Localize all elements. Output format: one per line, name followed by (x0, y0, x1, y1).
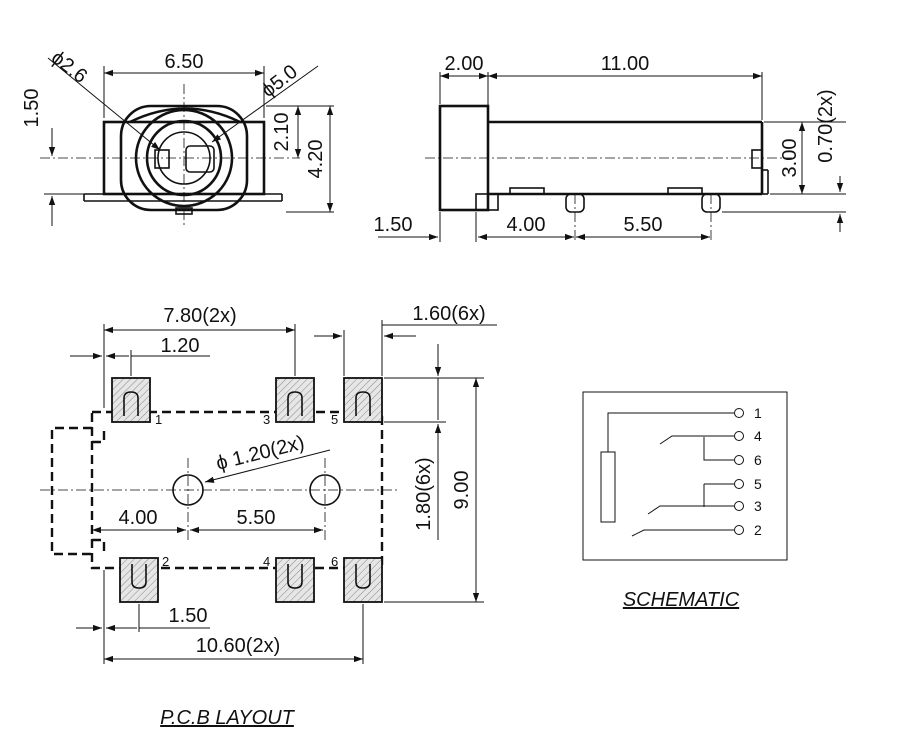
pcb-pad-4: 4 (263, 554, 315, 603)
pcb-dim-bottom-offset: 1.50 (169, 605, 208, 627)
pcb-pad-6: 6 (331, 554, 383, 603)
side-dim-peg-2: 5.50 (624, 214, 663, 236)
schematic-caption: SCHEMATIC (623, 589, 740, 611)
pcb-dim-total-height: 9.00 (451, 471, 473, 510)
pcb-hole-1 (172, 474, 204, 506)
front-dim-right-small: 2.10 (271, 113, 293, 152)
pcb-pad-label-3: 3 (263, 412, 270, 427)
pcb-pad-1: 1 (111, 377, 162, 427)
front-view-body (83, 104, 283, 215)
schematic-wire-4 (659, 435, 734, 445)
pcb-pad-label-5: 5 (331, 412, 338, 427)
front-view: 6.50 ϕ2.6 ϕ5.0 1.50 2.10 4.20 (21, 47, 334, 228)
schematic-pin-label: 5 (754, 476, 762, 492)
side-dim-peg-1: 4.00 (507, 214, 546, 236)
pcb-pad-label-4: 4 (263, 554, 270, 569)
side-dim-pin-height: 0.70(2x) (815, 89, 837, 162)
side-view: 2.00 11.00 3.00 0.70(2x) 1.50 4.00 5.50 (374, 53, 846, 242)
pcb-dim-pitch: 7.80(2x) (163, 305, 236, 327)
pcb-dim-offset: 1.20 (161, 335, 200, 357)
schematic-wire-2 (631, 529, 734, 537)
side-view-body (438, 104, 769, 213)
schematic-wire-1 (607, 412, 734, 452)
front-dim-left-height: 1.50 (21, 89, 43, 128)
schematic-pin-label: 3 (754, 498, 762, 514)
schematic-pin-label: 6 (754, 452, 762, 468)
pcb-dim-pad-width: 1.60(6x) (412, 303, 485, 325)
front-dim-width: 6.50 (165, 51, 204, 73)
front-dim-right-height: 4.20 (305, 140, 327, 179)
pcb-dim-total-width: 10.60(2x) (196, 635, 281, 657)
schematic-pin-label: 2 (754, 522, 762, 538)
schematic-sleeve (600, 451, 616, 523)
side-dim-bottom-left: 1.50 (374, 214, 413, 236)
pcb-pad-2: 2 (119, 554, 169, 603)
front-dim-hole-small: ϕ2.6 (47, 47, 91, 88)
pcb-dim-pad-height: 1.80(6x) (413, 457, 435, 530)
side-dim-head: 2.00 (445, 53, 484, 75)
pcb-dim-hole-1: 4.00 (119, 507, 158, 529)
pcb-layout-caption: P.C.B LAYOUT (160, 707, 296, 729)
pcb-pad-label-2: 2 (162, 554, 169, 569)
pcb-layout: 1 3 5 2 4 6 7.8 (40, 303, 497, 729)
schematic-wire-5 (703, 483, 734, 507)
pcb-pad-label-1: 1 (155, 412, 162, 427)
pcb-dim-hole-2: 5.50 (237, 507, 276, 529)
side-dim-body-height: 3.00 (779, 139, 801, 178)
side-dim-length: 11.00 (601, 53, 650, 75)
pcb-hole-2 (309, 474, 341, 506)
schematic-wire-6 (703, 437, 734, 461)
schematic-wire-3 (647, 505, 734, 515)
pcb-dim-hole: ϕ 1.20(2x) (214, 432, 307, 475)
pcb-pad-label-6: 6 (331, 554, 338, 569)
schematic-pin-label: 1 (754, 405, 762, 421)
pcb-pad-3: 3 (263, 377, 315, 427)
schematic-pin-label: 4 (754, 428, 762, 444)
schematic-frame (582, 391, 788, 561)
pcb-pad-5: 5 (331, 377, 383, 427)
schematic: 1 4 6 5 3 2 SCHEMATIC (582, 391, 788, 611)
